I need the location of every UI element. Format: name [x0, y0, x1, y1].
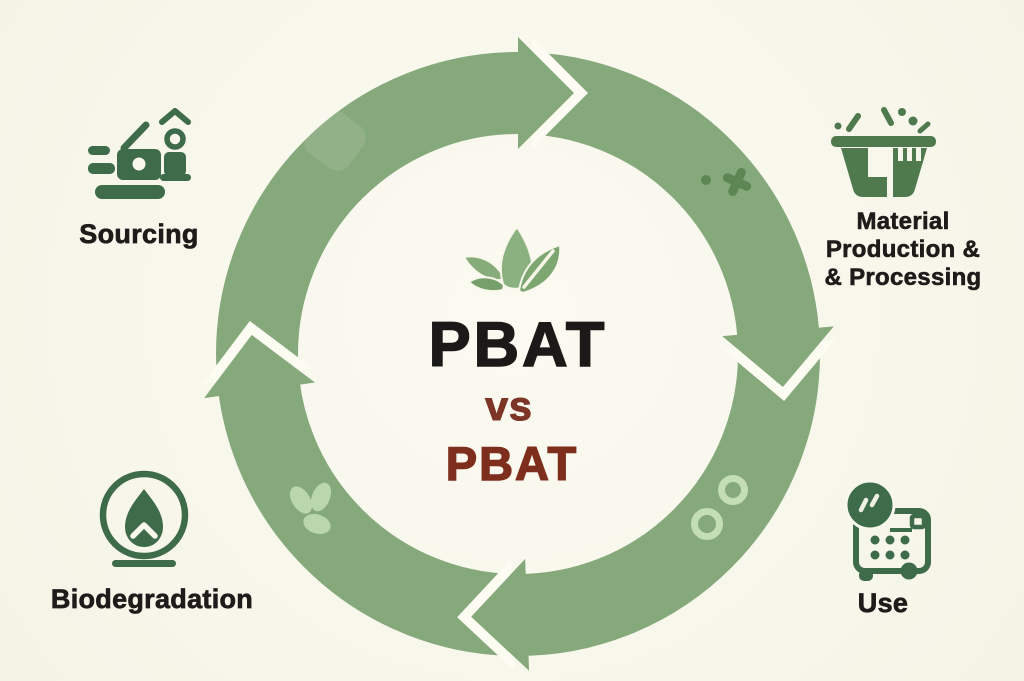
stage-label-biodegradation: Biodegradation — [50, 584, 254, 615]
stage-label-use: Use — [857, 588, 909, 619]
material-production-icon — [831, 107, 936, 198]
product-name-bottom: PBAT — [445, 436, 579, 490]
biodegradation-icon — [99, 470, 189, 567]
stage-label-sourcing: Sourcing — [79, 219, 199, 250]
material-line-1: Material — [856, 208, 950, 236]
decor-plus-icon — [701, 167, 752, 197]
material-line-3: & Processing — [824, 263, 982, 291]
use-icon — [844, 479, 931, 581]
material-line-2: Production & — [825, 235, 981, 264]
sourcing-icon — [88, 108, 191, 199]
decor-rings-icon — [691, 475, 748, 540]
cycle-arrow-right — [722, 326, 836, 401]
cycle-arrow-left — [202, 321, 315, 399]
versus-text: vs — [485, 382, 533, 429]
leaf-icon — [462, 225, 562, 295]
cycle-arrow-top — [518, 37, 588, 149]
stage-label-material-production: Material Production & & Processing — [824, 208, 982, 291]
product-name-top: PBAT — [428, 309, 608, 381]
decor-sprout-icon — [289, 482, 332, 535]
decor-square — [304, 109, 366, 171]
cycle-arrow-bottom — [457, 558, 530, 672]
